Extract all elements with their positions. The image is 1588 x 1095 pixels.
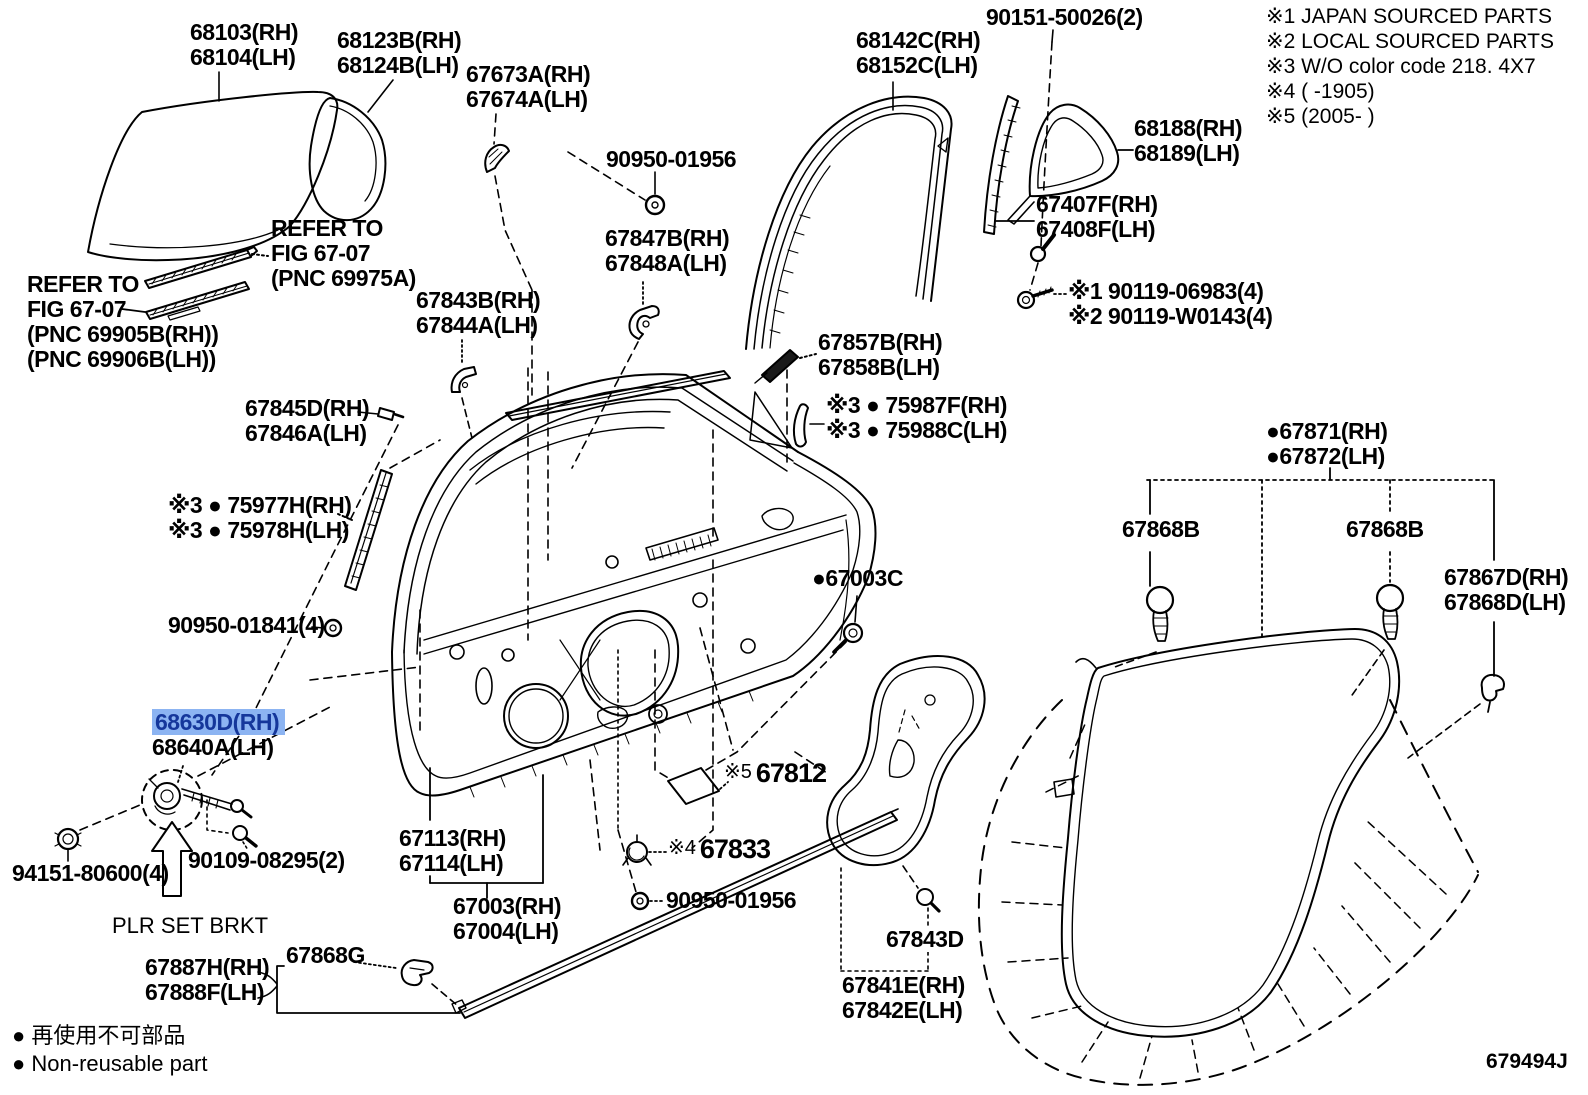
bolt-67003c-art (832, 595, 864, 654)
label-67847b[interactable]: 67847B(RH)67848A(LH) (605, 225, 730, 276)
label-75987f[interactable]: ※3 ● 75987F(RH)※3 ● 75988C(LH) (826, 392, 1007, 443)
footer-nonreusable-en: ● Non-reusable part (12, 1051, 208, 1076)
note-plr-set-brkt: PLR SET BRKT (112, 913, 269, 938)
label-67841e[interactable]: 67841E(RH)67842E(LH) (842, 972, 965, 1023)
label-67003[interactable]: 67003(RH)67004(LH) (453, 893, 562, 944)
tape-75977-art (337, 439, 441, 591)
label-67868g[interactable]: 67868G (286, 942, 365, 968)
highlighted-part-number[interactable]: 68630D(RH) (152, 709, 286, 735)
construction-dashes (211, 367, 847, 893)
weatherstrip-loop-art (977, 628, 1479, 1086)
bracket-67843b-art (450, 339, 477, 439)
door-bracket-lines (429, 767, 544, 899)
label-67857b[interactable]: 67857B(RH)67858B(LH) (818, 329, 943, 380)
footer-nonreusable-jp: ● 再使用不可部品 (12, 1023, 186, 1048)
label-67845d[interactable]: 67845D(RH)67846A(LH) (245, 395, 370, 446)
door-panel-art (391, 373, 877, 798)
patch-67812-art (667, 767, 729, 805)
label-67868b-right[interactable]: 67868B (1346, 516, 1424, 542)
belt-moulding-strips-art (121, 246, 269, 321)
label-75977h[interactable]: ※3 ● 75977H(RH)※3 ● 75978H(LH) (168, 492, 352, 543)
bolt-90119-art (1016, 286, 1067, 310)
belt-moulding-door-art (505, 370, 731, 421)
weatherstrip-hardware-art (1111, 467, 1505, 759)
label-67868b-left[interactable]: 67868B (1122, 516, 1200, 542)
label-67871[interactable]: ●67871(RH)●67872(LH) (1266, 418, 1388, 469)
moulding-75987-art (792, 403, 825, 448)
label-90151[interactable]: 90151-50026(2) (986, 4, 1143, 30)
frame-moulding-67673-art (484, 113, 533, 396)
grommet-bottom-art (630, 891, 665, 911)
label-90109[interactable]: 90109-08295(2) (188, 847, 345, 873)
label-67867d[interactable]: 67867D(RH)67868D(LH) (1444, 564, 1569, 615)
label-67407f[interactable]: 67407F(RH)67408F(LH) (1036, 191, 1158, 242)
label-68142c[interactable]: 68142C(RH)68152C(LH) (856, 27, 981, 78)
lower-moulding-art (257, 808, 899, 1019)
screw-90151-art (1029, 29, 1056, 291)
label-94151[interactable]: 94151-80600(4) (12, 860, 169, 886)
label-67113[interactable]: 67113(RH)67114(LH) (399, 825, 506, 876)
service-cover-67841-art (826, 655, 986, 972)
label-67673a[interactable]: 67673A(RH)67674A(LH) (466, 61, 591, 112)
grommet-top-art (567, 151, 666, 216)
label-67843d[interactable]: 67843D (884, 926, 966, 952)
label-67003c[interactable]: ●67003C (812, 565, 903, 591)
label-67887h[interactable]: 67887H(RH)67888F(LH) (145, 954, 270, 1005)
label-90950-01956-bottom[interactable]: 90950-01956 (666, 887, 797, 913)
label-68630d-selected[interactable]: 68630D(RH) 68640A(LH) (152, 709, 286, 760)
label-90119[interactable]: ※1 90119-06983(4)※2 90119-W0143(4) (1068, 278, 1273, 329)
label-68188[interactable]: 68188(RH)68189(LH) (1134, 115, 1243, 166)
legend-notes: ※1 JAPAN SOURCED PARTS ※2 LOCAL SOURCED … (1266, 5, 1554, 128)
label-90950-01956-top[interactable]: 90950-01956 (606, 146, 737, 172)
quarter-glass-art (308, 79, 394, 222)
figure-code: 679494J (1486, 1050, 1568, 1073)
glass-run-68142-art (745, 81, 953, 350)
label-67843b[interactable]: 67843B(RH)67844A(LH) (416, 287, 541, 338)
quarter-window-68188-art (983, 95, 1134, 235)
clip-67845-art (357, 407, 405, 421)
label-90950-01841[interactable]: 90950-01841(4) (168, 612, 325, 638)
grommet-01841-art (311, 618, 343, 638)
label-68123b[interactable]: 68123B(RH)68124B(LH) (337, 27, 462, 78)
clip-67833-art (622, 834, 667, 866)
regulator-handle-art (54, 706, 331, 897)
door-glass-art (87, 71, 339, 262)
label-68103[interactable]: 68103(RH)68104(LH) (190, 19, 299, 70)
wedge-67857-art (754, 349, 817, 384)
